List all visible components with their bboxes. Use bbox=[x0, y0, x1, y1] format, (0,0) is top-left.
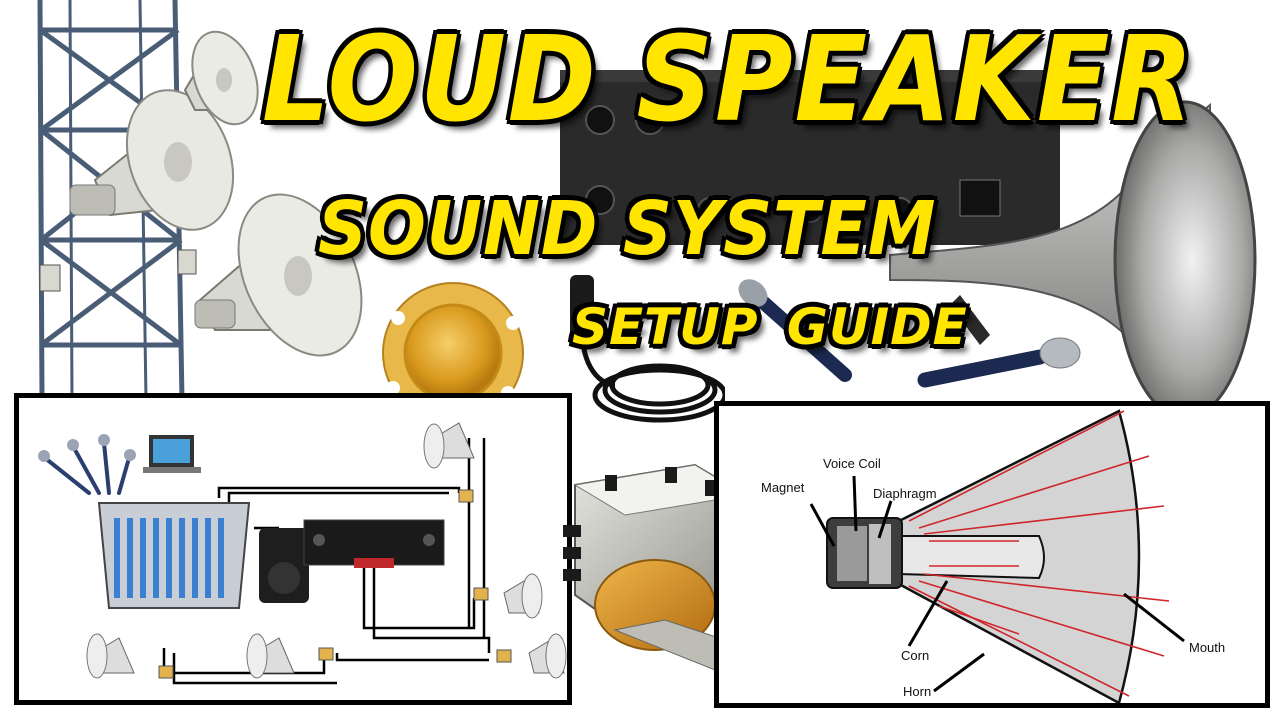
amplifier-icon bbox=[303, 519, 445, 568]
title-line-3: SETUP GUIDE bbox=[572, 298, 968, 356]
wiring-diagram-panel bbox=[14, 393, 572, 705]
voice-coil bbox=[869, 524, 891, 584]
title-line-2: SOUND SYSTEM bbox=[318, 186, 937, 272]
label-horn: Horn bbox=[903, 684, 932, 699]
magnet bbox=[837, 526, 867, 581]
wiring-diagram bbox=[38, 422, 567, 685]
horn-mount-bracket bbox=[950, 295, 990, 345]
title-line-1: LOUD SPEAKER bbox=[262, 10, 1195, 148]
horn-speaker-icon bbox=[528, 633, 567, 679]
power-switch-icon bbox=[959, 179, 1001, 217]
label-mouth: Mouth bbox=[1189, 640, 1226, 655]
label-voice-coil: Voice Coil bbox=[823, 456, 881, 471]
laptop-icon bbox=[143, 435, 201, 473]
horn-anatomy-panel: Magnet Voice Coil Diaphragm Corn Horn Mo… bbox=[714, 401, 1270, 708]
label-corn: Corn bbox=[901, 648, 930, 663]
microphone-icon bbox=[43, 441, 131, 495]
tower-with-horns-illustration bbox=[0, 0, 380, 400]
line-transformer-icon bbox=[158, 489, 512, 679]
horn-speaker-icon bbox=[183, 30, 259, 126]
horn-speaker-icon bbox=[423, 422, 475, 469]
transformer-icon bbox=[563, 463, 772, 671]
horn-speaker-icon bbox=[503, 573, 543, 619]
microphone-icon bbox=[917, 337, 1081, 388]
label-pointers bbox=[809, 475, 1185, 693]
metal-trumpet-horn-illustration bbox=[889, 100, 1257, 420]
label-diaphragm: Diaphragm bbox=[873, 486, 937, 501]
horn-speaker-icon bbox=[246, 633, 295, 679]
tweeter-diaphragm-icon bbox=[382, 282, 524, 424]
junction-box bbox=[177, 249, 197, 275]
pa-speaker-cabinet-icon bbox=[259, 528, 309, 603]
microphone-icon bbox=[738, 279, 852, 382]
horn-speaker-icon bbox=[86, 633, 135, 679]
sound-wave-arrows bbox=[908, 410, 1170, 697]
junction-box bbox=[39, 264, 61, 292]
horn-speaker-icon bbox=[194, 193, 363, 357]
horn-speaker-icon bbox=[69, 89, 235, 231]
mixer-amplifier-panel bbox=[560, 70, 1060, 245]
mixer-icon bbox=[97, 502, 251, 609]
xlr-cable-icon bbox=[570, 275, 725, 423]
label-magnet: Magnet bbox=[761, 480, 805, 495]
horn-anatomy-diagram bbox=[809, 409, 1185, 703]
